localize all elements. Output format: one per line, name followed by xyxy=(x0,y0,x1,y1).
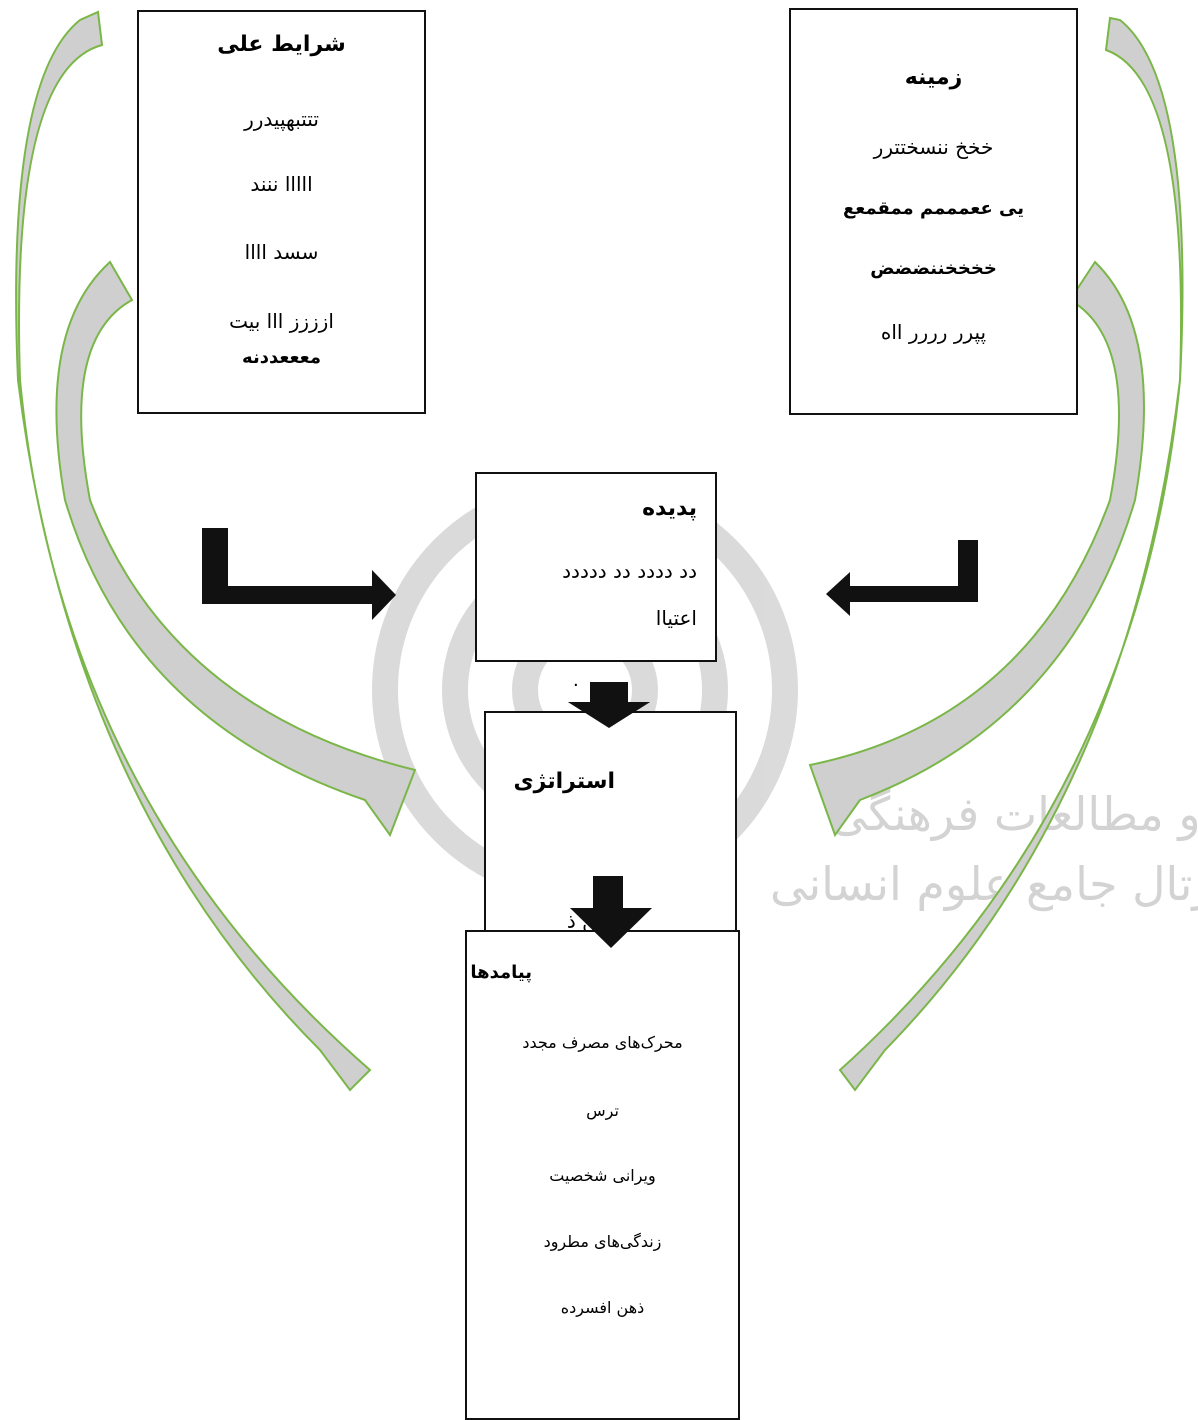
phenomenon-line-2: اعتیاا xyxy=(655,606,697,630)
watermark-text: پژوهشگاه علوم انسانی و مطالعات فرهنگی پر… xyxy=(770,787,1198,912)
svg-text:پژوهشگاه علوم انسانی و مطالعات: پژوهشگاه علوم انسانی و مطالعات فرهنگی xyxy=(830,787,1198,842)
causal-line-2: ااااا ننند xyxy=(250,172,313,196)
consequences-title: پیامدها xyxy=(470,962,532,983)
context-line-1: خخخ ننسختترر xyxy=(873,135,994,159)
phenomenon-title: پدیده xyxy=(642,496,697,521)
strategy-title: استراتژی xyxy=(513,769,616,794)
consequence-item-5: ذهن افسرده xyxy=(560,1298,645,1317)
right-outer-curve-arrow xyxy=(838,16,1184,1092)
left-outer-curve-arrow xyxy=(15,10,372,1092)
causal-line-5: معععددنه xyxy=(242,347,321,368)
context-line-4: پپرر رررر ااه xyxy=(880,320,987,344)
causal-line-3: سسد اااا xyxy=(244,240,319,264)
consequence-item-4: زندگی‌های مطرود xyxy=(543,1232,662,1251)
context-title: زمینه xyxy=(904,65,963,90)
right-inner-curve-arrow xyxy=(808,260,1145,838)
causal-line-4: ازززز ااا بیت xyxy=(229,309,334,333)
phenomenon-line-1: دد دددد دد ددددد xyxy=(562,559,697,583)
phenomenon-box: پدیده دد دددد دد ددددد اعتیاا xyxy=(475,472,717,662)
consequence-item-2: ترس xyxy=(586,1101,619,1120)
right-bent-arrow xyxy=(826,540,978,616)
consequence-item-3: ویرانی شخصیت xyxy=(549,1166,656,1185)
context-line-3: خخخخننضضض xyxy=(870,258,997,279)
left-inner-curve-arrow xyxy=(55,260,417,838)
strategy-dot: ٠ xyxy=(571,674,581,695)
causal-conditions-title: شرایط علی xyxy=(217,32,346,57)
consequence-item-1: محرک‌های مصرف مجدد xyxy=(522,1033,683,1052)
svg-text:پرتال جامع علوم انسانی: پرتال جامع علوم انسانی xyxy=(770,857,1198,912)
strategy-box: استراتژی ننذنن ذ xyxy=(484,711,737,935)
causal-conditions-box: شرایط علی تتتبهپیدرر ااااا ننند سسد اااا… xyxy=(137,10,426,414)
context-box: زمینه خخخ ننسختترر یی ععمممم ممقمعع خخخخ… xyxy=(789,8,1078,415)
context-line-2: یی ععمممم ممقمعع xyxy=(843,198,1024,219)
causal-line-1: تتتبهپیدرر xyxy=(244,107,319,131)
consequences-box: پیامدها محرک‌های مصرف مجدد ترس ویرانی شخ… xyxy=(465,930,740,1420)
left-bent-arrow xyxy=(202,528,396,620)
